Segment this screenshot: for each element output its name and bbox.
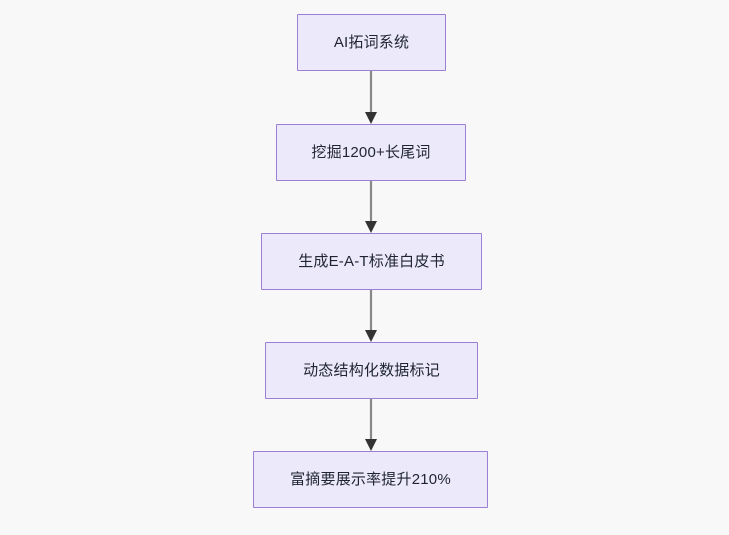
- flow-node-label: 生成E-A-T标准白皮书: [298, 252, 445, 270]
- flow-node-label: AI拓词系统: [333, 33, 410, 51]
- flow-node-generate-eat-whitepaper[interactable]: 生成E-A-T标准白皮书: [261, 233, 482, 290]
- connector-node4-node5: [360, 399, 382, 451]
- flow-node-label: 动态结构化数据标记: [303, 361, 440, 379]
- flow-node-rich-snippet-impression-lift[interactable]: 富摘要展示率提升210%: [253, 451, 488, 508]
- flow-node-dynamic-structured-data-markup[interactable]: 动态结构化数据标记: [265, 342, 478, 399]
- flow-node-ai-keyword-system[interactable]: AI拓词系统: [297, 14, 446, 71]
- connector-node1-node2: [360, 71, 382, 124]
- flow-node-label: 富摘要展示率提升210%: [290, 470, 451, 488]
- flow-node-mine-longtail-keywords[interactable]: 挖掘1200+长尾词: [276, 124, 466, 181]
- connector-node3-node4: [360, 290, 382, 342]
- connector-node2-node3: [360, 181, 382, 233]
- flow-node-label: 挖掘1200+长尾词: [311, 143, 431, 161]
